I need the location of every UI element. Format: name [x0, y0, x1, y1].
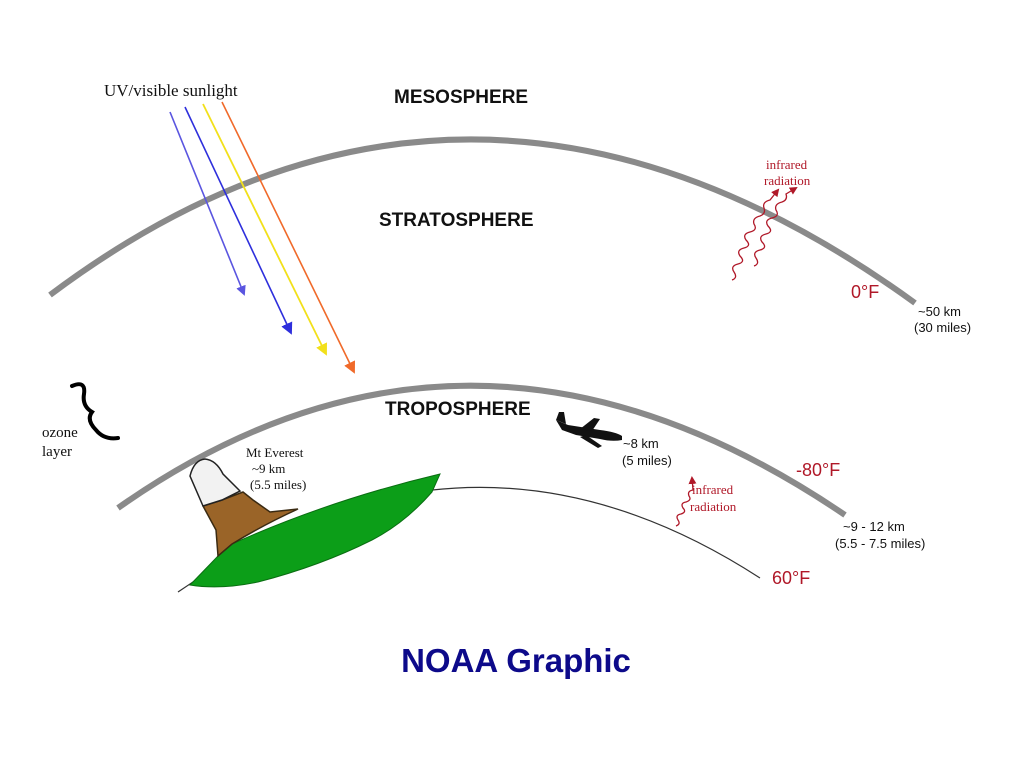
sunlight-label: UV/visible sunlight — [104, 81, 238, 100]
visible-orange-arrow — [222, 102, 354, 372]
atmosphere-diagram: UV/visible sunlight MESOSPHERE STRATOSPH… — [0, 0, 1024, 640]
mesosphere-label: MESOSPHERE — [394, 87, 528, 108]
tropopause-height-line1: ~9 - 12 km — [843, 519, 905, 534]
infrared-upper-label-line1: infrared — [766, 157, 808, 172]
infrared-lower-label-line2: radiation — [690, 499, 737, 514]
infrared-lower-label-line1: infrared — [692, 482, 734, 497]
airplane-height-line1: ~8 km — [623, 436, 659, 451]
temp-stratosphere-top: 0°F — [851, 282, 879, 302]
everest-label-line1: Mt Everest — [246, 445, 304, 460]
ozone-label-line2: layer — [42, 444, 72, 460]
visible-yellow-arrow — [203, 104, 326, 354]
infrared-upper-label-line2: radiation — [764, 173, 811, 188]
airplane-height-line2: (5 miles) — [622, 453, 672, 468]
everest-label-line2: ~9 km — [252, 461, 285, 476]
infrared-upper-squiggle-1 — [732, 190, 778, 280]
airplane-icon — [556, 412, 622, 448]
uv-blue-arrow — [185, 107, 291, 333]
everest-label-line3: (5.5 miles) — [250, 477, 306, 492]
stratosphere-label: STRATOSPHERE — [379, 210, 534, 231]
troposphere-label: TROPOSPHERE — [385, 399, 531, 420]
temp-tropopause: -80°F — [796, 460, 840, 480]
stratopause-height-line1: ~50 km — [918, 304, 961, 319]
ozone-layer-brace — [72, 384, 118, 438]
tropopause-height-line2: (5.5 - 7.5 miles) — [835, 536, 925, 551]
temp-surface: 60°F — [772, 568, 810, 588]
uv-violet-arrow — [170, 112, 244, 294]
figure-caption: NOAA Graphic — [0, 642, 1024, 680]
ozone-label-line1: ozone — [42, 425, 78, 441]
stratopause-height-line2: (30 miles) — [914, 320, 971, 335]
